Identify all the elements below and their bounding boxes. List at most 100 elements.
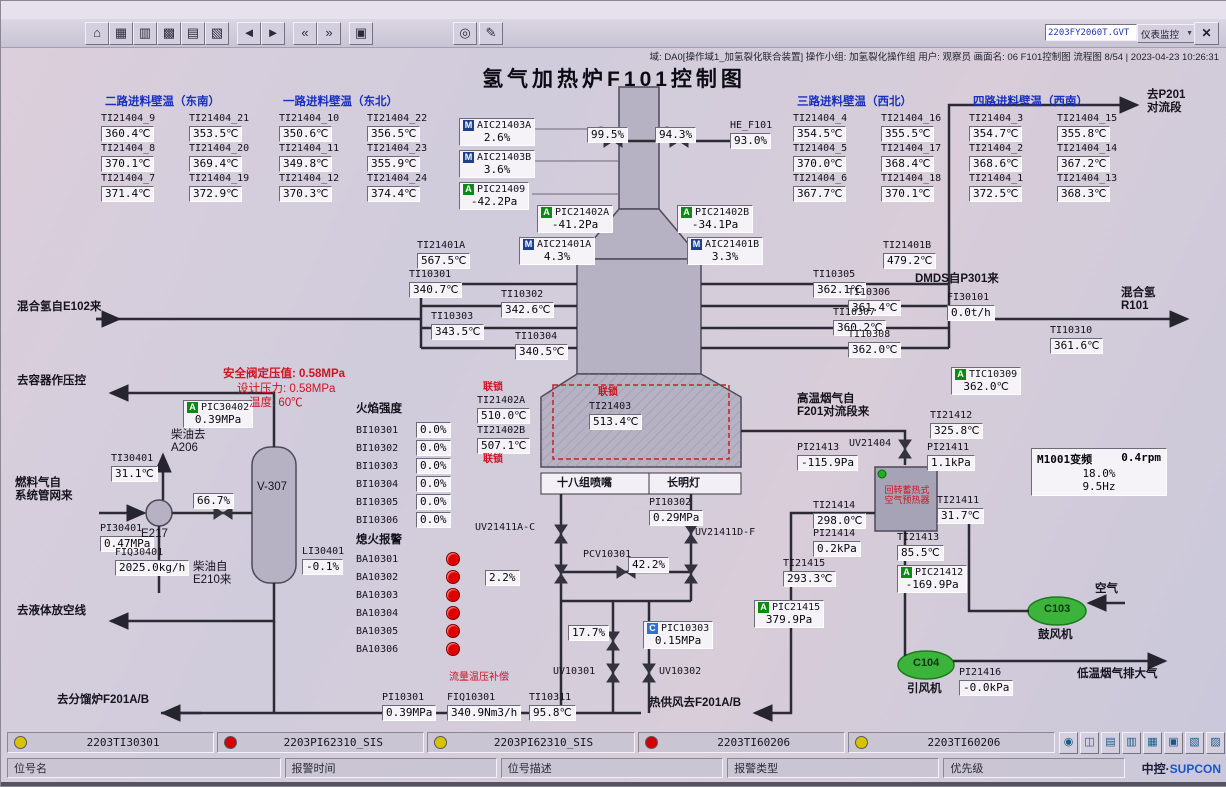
- instrument-value: -0.0kPa: [959, 680, 1014, 696]
- instrument-tag: TI21413: [897, 532, 940, 543]
- instrument-tag: TI21404_10: [279, 113, 340, 124]
- instrument-tag: PI30401: [100, 523, 143, 534]
- label-c104_name: 引风机: [907, 683, 942, 695]
- instrument-value: 0.0%: [416, 440, 451, 456]
- view-combo[interactable]: 仪表监控 ▼: [1137, 24, 1197, 43]
- bottom-icon-bar: ◉◫▤▥▦▣▧▨◎: [1059, 732, 1226, 754]
- vfd-rpm: 0.4rpm: [1121, 451, 1161, 464]
- group-icon[interactable]: ▧: [205, 22, 229, 45]
- instrument-tag: TI21404_4: [793, 113, 848, 124]
- alarm-segment[interactable]: 2203PI62310_SIS: [427, 732, 635, 753]
- instrument-value: 367.2℃: [1057, 156, 1111, 172]
- instrument-tag: TI21402A: [477, 395, 526, 406]
- home-icon[interactable]: ⌂: [85, 22, 109, 45]
- edit-icon[interactable]: ✎: [479, 22, 503, 45]
- zoom-icon[interactable]: ◎: [453, 22, 477, 45]
- instrument-value: 2.2%: [485, 570, 520, 586]
- grid-icon[interactable]: ▦: [1143, 732, 1162, 754]
- instrument-value: 361.4℃: [848, 300, 902, 316]
- overview-icon[interactable]: ▦: [109, 22, 133, 45]
- instrument-tag: BI10304: [356, 478, 399, 490]
- instrument-tag: FIQ30401: [115, 547, 164, 558]
- flame-intensity-title: 火焰强度: [356, 403, 402, 415]
- instrument-tag: LI30401: [302, 546, 345, 557]
- flameout-alarm-title: 熄火报警: [356, 534, 402, 546]
- alarm-segment[interactable]: 2203TI60206: [847, 732, 1056, 753]
- mode-badge-m: M: [463, 152, 474, 163]
- alarm-segment[interactable]: 2203PI62310_SIS: [217, 732, 425, 753]
- instrument-value: -169.9Pa: [905, 578, 959, 591]
- instrument-tag: AIC21403A: [477, 120, 532, 131]
- forward-icon[interactable]: ►: [261, 22, 285, 45]
- instrument-tag: FIQ10301: [447, 692, 496, 703]
- document-name-field[interactable]: [1045, 24, 1137, 41]
- display-icon[interactable]: ▥: [133, 22, 157, 45]
- instrument-tag: TI21404_20: [189, 143, 250, 154]
- alarm-tag: BA10306: [356, 644, 399, 655]
- label-c103_tag: C103: [1044, 603, 1071, 615]
- valve-icons[interactable]: [213, 134, 912, 683]
- label-design_press: 设计压力: 0.58MPa: [237, 383, 336, 395]
- instrument-tag: TI21404_1: [969, 173, 1024, 184]
- label-c103_name: 鼓风机: [1038, 629, 1073, 641]
- vfd-tag: M1001变频: [1037, 453, 1093, 466]
- instrument-tag: BI10301: [356, 424, 399, 436]
- alarm-text: 2203PI62310_SIS: [493, 736, 594, 749]
- instrument-value: 354.7℃: [969, 126, 1023, 142]
- wall-temp-cell: TI21404_4 354.5℃: [793, 113, 847, 142]
- instrument-value: 355.5℃: [881, 126, 935, 142]
- alarm-dot-yellow: [854, 736, 868, 749]
- instrument-value: 3.6%: [483, 163, 511, 176]
- instrument-value: 99.5%: [587, 127, 629, 143]
- camera-icon[interactable]: ◉: [1059, 732, 1078, 754]
- windows-icon[interactable]: ▩: [157, 22, 181, 45]
- instrument-tag: PI21416: [959, 667, 1002, 678]
- window-icon[interactable]: ▨: [1206, 732, 1225, 754]
- instrument-value: 370.0℃: [793, 156, 847, 172]
- fan-c104[interactable]: [897, 650, 955, 680]
- status-field: 优先级: [943, 758, 1125, 778]
- page-prev-icon[interactable]: «: [293, 22, 317, 45]
- instrument-tag: BI10305: [356, 496, 399, 508]
- label-flue_out: 低温烟气排大气: [1077, 668, 1158, 680]
- instrument-tag: TI21404_3: [969, 113, 1024, 124]
- report-icon[interactable]: ▣: [349, 22, 373, 45]
- report-icon[interactable]: ▤: [1101, 732, 1120, 754]
- flameout-indicator: [446, 588, 460, 602]
- wall-temp-cell: TI21404_3 354.7℃: [969, 113, 1023, 142]
- instrument-tag: TI21401B: [883, 240, 932, 251]
- close-button[interactable]: ✕: [1194, 22, 1219, 45]
- back-icon[interactable]: ◄: [237, 22, 261, 45]
- label-to_pressure_ctrl: 去容器作压控: [17, 375, 86, 387]
- chart-icon[interactable]: ▥: [1122, 732, 1141, 754]
- list-icon[interactable]: ▧: [1185, 732, 1204, 754]
- label-flue_in: 高温烟气自 F201对流段来: [797, 393, 870, 418]
- instrument-v94_3: 94.3%: [655, 125, 697, 143]
- alarm-segment[interactable]: 2203TI60206: [637, 732, 845, 753]
- screens-icon[interactable]: ◫: [1080, 732, 1099, 754]
- doc-icon[interactable]: ▣: [1164, 732, 1183, 754]
- instrument-value: 340.7℃: [409, 282, 463, 298]
- page-next-icon[interactable]: »: [317, 22, 341, 45]
- instrument-tag: TI10307: [833, 307, 876, 318]
- trend-icon[interactable]: ▤: [181, 22, 205, 45]
- flameout-indicator: [446, 624, 460, 638]
- instrument-value: 354.5℃: [793, 126, 847, 142]
- alarm-segment[interactable]: 2203TI30301: [7, 732, 215, 753]
- instrument-value: 0.2kPa: [813, 541, 861, 557]
- screen-bottom-edge: [1, 782, 1226, 786]
- instrument-value: 325.8℃: [930, 423, 984, 439]
- wall-temp-group-title: 三路进料壁温（西北）: [797, 96, 912, 108]
- instrument-tag: AIC21401B: [705, 239, 760, 250]
